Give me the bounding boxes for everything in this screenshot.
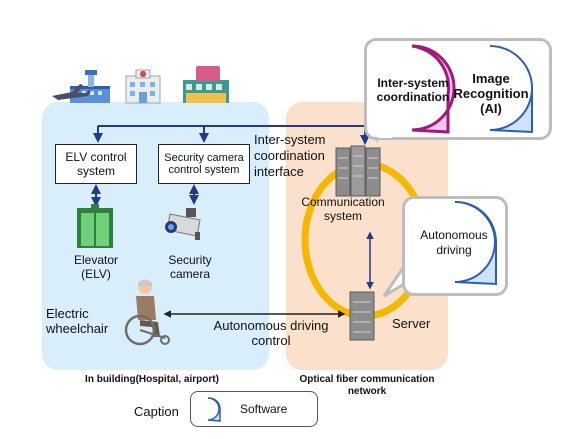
security-control-box: Security camera control system [158, 144, 250, 184]
elevator-icon [77, 204, 113, 248]
communication-rack-icon [335, 145, 381, 197]
communication-label: Communication system [301, 195, 385, 223]
hospital-icon [125, 69, 161, 104]
coordination-label: Inter-system coordination [376, 76, 450, 104]
legend-box [190, 391, 318, 427]
wheelchair-icon [124, 279, 170, 346]
elv-control-box: ELV control system [55, 144, 137, 184]
coordination-bus [93, 125, 370, 145]
network-caption: Optical fiber communication network [299, 374, 435, 397]
legend-software-label: Software [240, 402, 288, 416]
building-caption: In building(Hospital, airport) [85, 374, 219, 385]
airport-icon [52, 70, 110, 103]
shopping-mall-icon [183, 66, 229, 103]
security-camera-icon [165, 208, 201, 240]
legend-caption: Caption [134, 404, 179, 419]
control-label: Autonomous driving control [213, 318, 329, 348]
interface-label: Inter-system coordination interface [254, 132, 326, 179]
autonomous-label: Autonomous driving [420, 228, 488, 257]
image-recognition-label: Image Recognition (AI) [453, 70, 529, 116]
camera-label: Security camera [168, 253, 212, 281]
wheelchair-label: Electric wheelchair [46, 306, 109, 336]
server-label: Server [392, 316, 431, 331]
server-icon [349, 291, 375, 341]
elevator-label: Elevator (ELV) [73, 253, 119, 281]
